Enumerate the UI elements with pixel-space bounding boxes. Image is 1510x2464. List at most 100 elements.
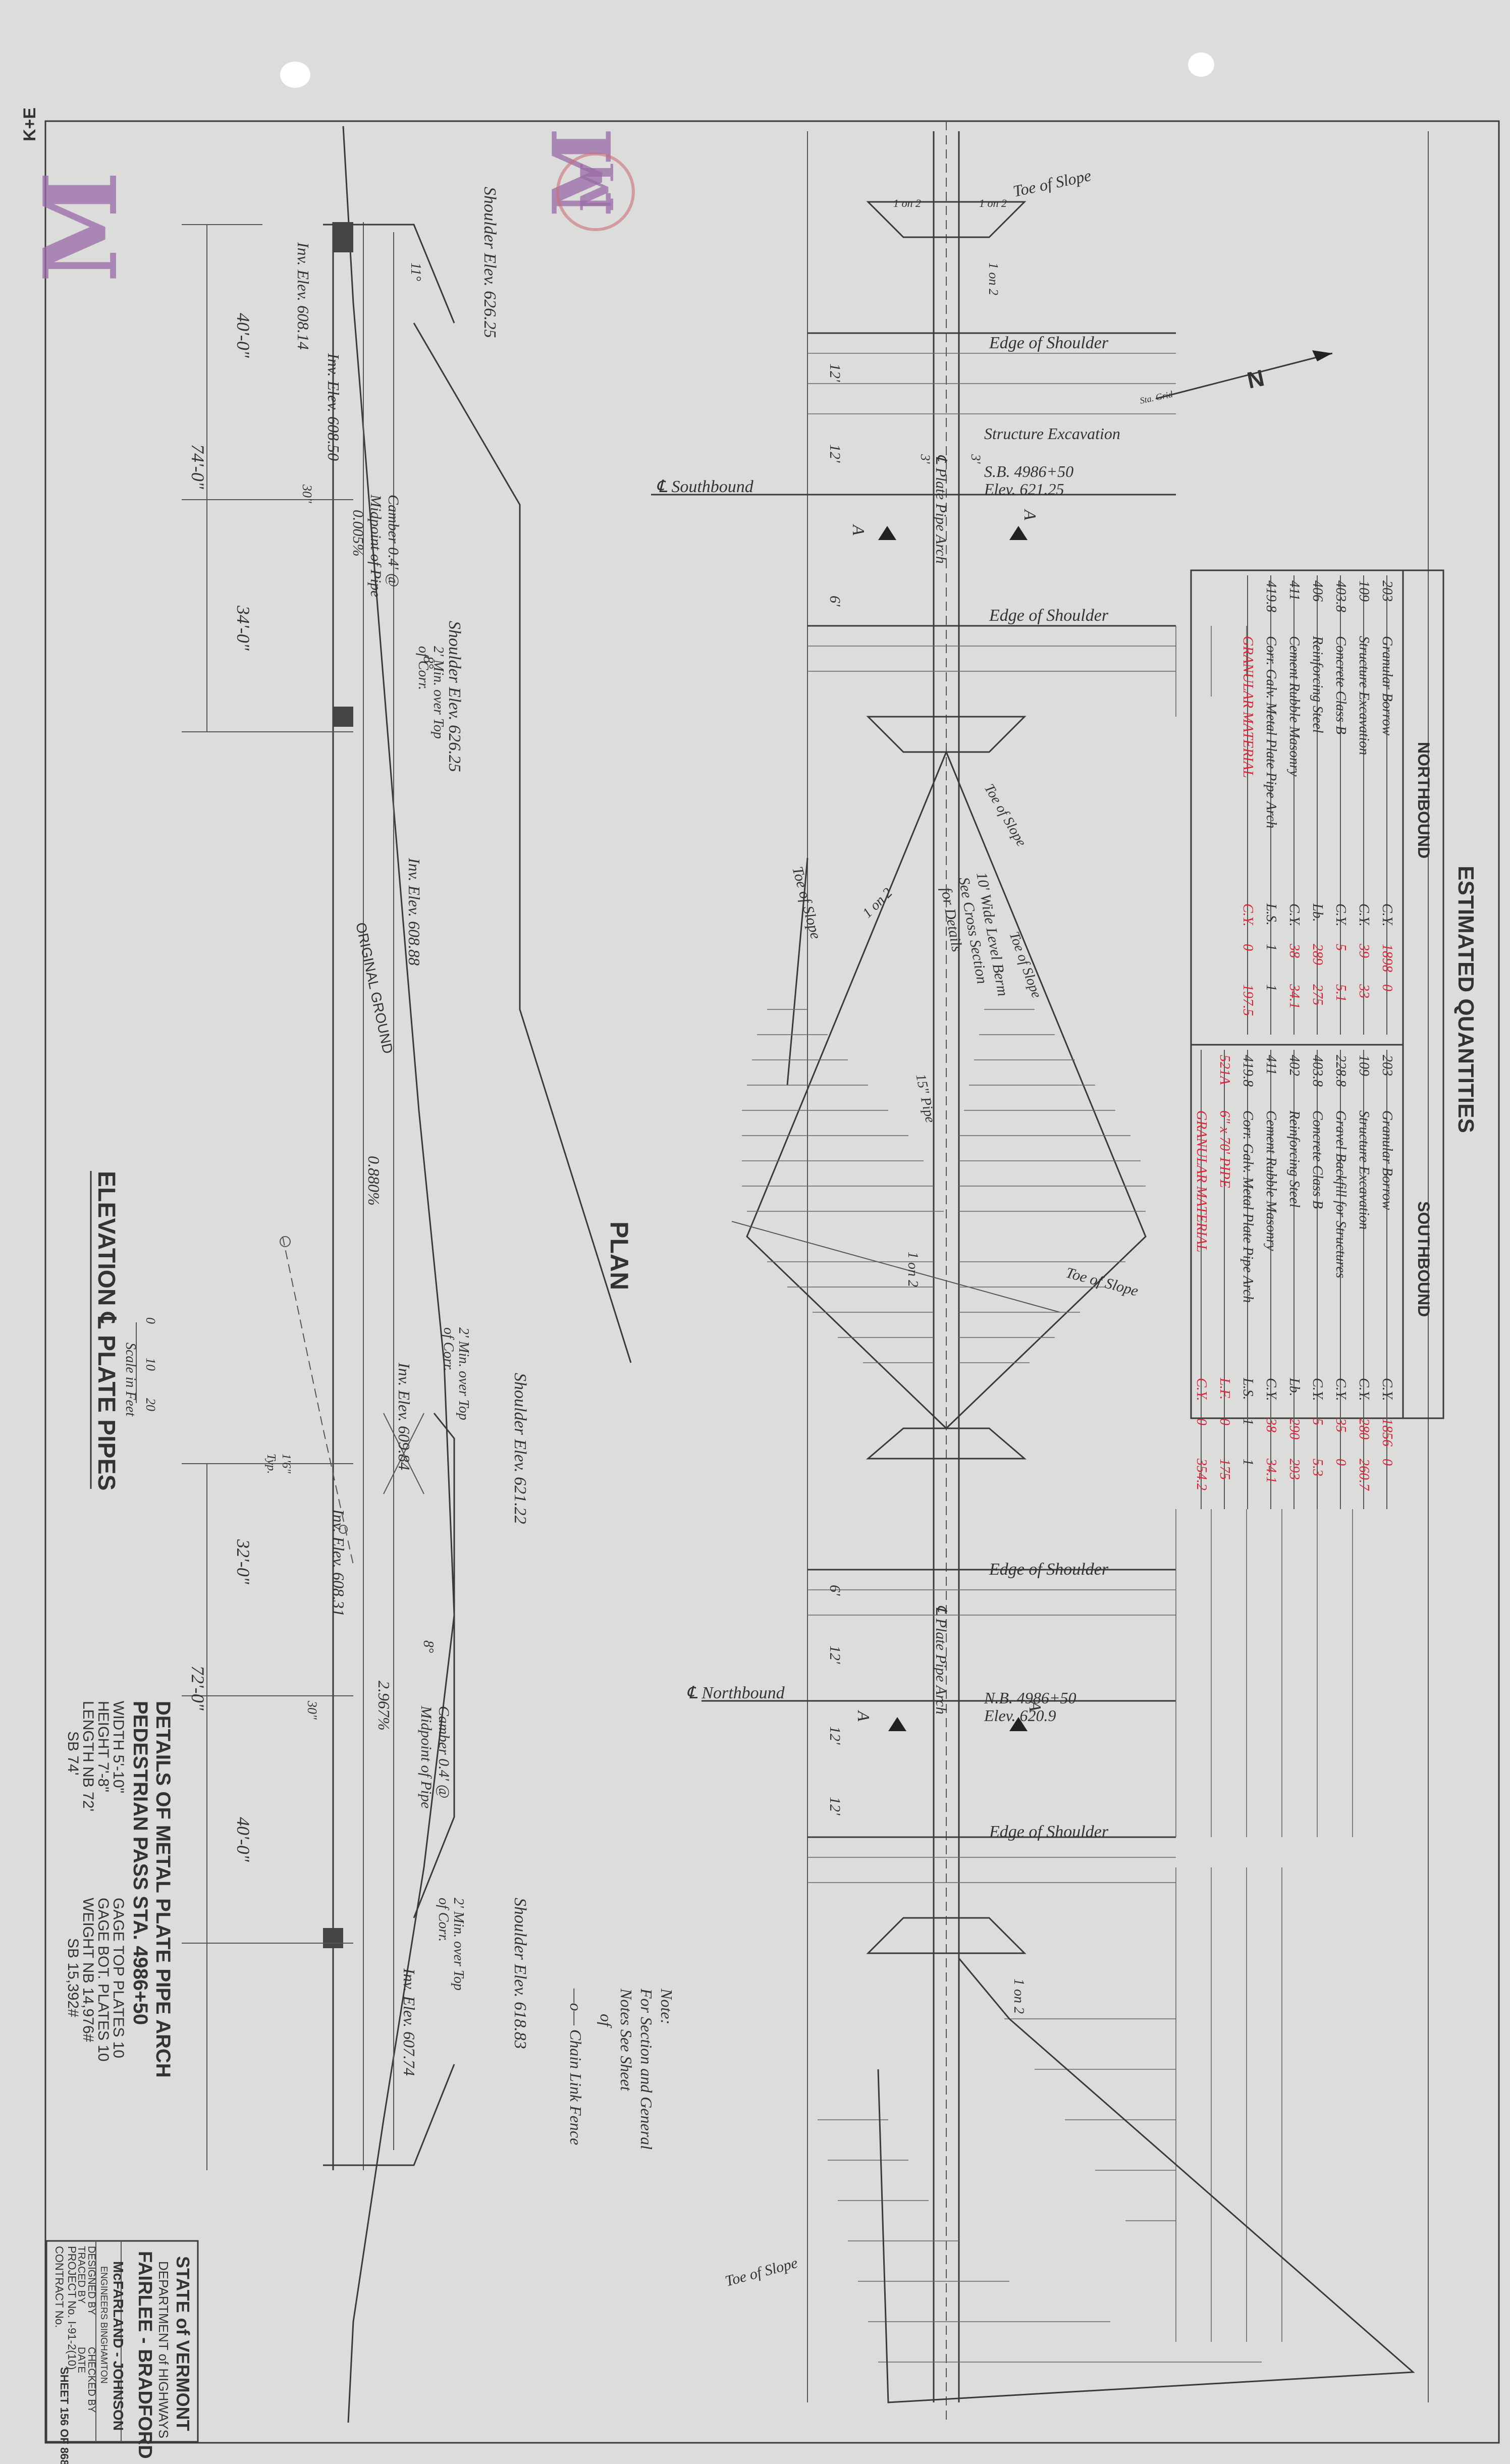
table-cell-desc: 6" x 70' PIPE	[1217, 1110, 1232, 1188]
note-line: For Section and General	[637, 1988, 656, 2150]
section-label: A	[854, 1710, 873, 1722]
camber-note: Camber 0.4' @	[436, 1706, 452, 1798]
table-cell-total: 289	[1310, 944, 1325, 965]
invert-elev-label: Inv. Elev. 609.84	[395, 1362, 413, 1470]
table-cell-total: 0	[1217, 1418, 1232, 1425]
shoulder-elev-label: Shoulder Elev. 626.25	[480, 187, 499, 338]
toe-slope-label: Toe of Slope	[1064, 1264, 1140, 1300]
dimension-label: 6'	[827, 596, 843, 607]
section-arrow	[1009, 526, 1028, 540]
pencil-mark: M	[535, 128, 630, 217]
grade-label: 2.967%	[375, 1681, 393, 1731]
table-cell-final: 260.7	[1356, 1459, 1372, 1491]
min-cover-note: of Corr.	[436, 1898, 451, 1942]
pencil-mark: M	[571, 162, 624, 212]
toe-slope-label: Toe of Slope	[789, 865, 824, 941]
dimension-ticks	[182, 224, 353, 732]
table-cell-item: 419.8	[1240, 1055, 1256, 1087]
table-cell-desc: Structure Excavation	[1356, 636, 1372, 755]
details-gage-top: GAGE TOP PLATES 10	[110, 1898, 127, 2058]
table-cell-desc: Corr. Galv. Metal Plate Pipe Arch	[1263, 636, 1279, 828]
edge-shoulder-label: Edge of Shoulder	[989, 334, 1109, 352]
table-cell-total: 1	[1263, 944, 1279, 951]
headwall-plan	[866, 1917, 1027, 1954]
table-cell-desc: Concrete Class B	[1333, 636, 1349, 734]
edge-shoulder-label: Edge of Shoulder	[989, 1823, 1109, 1841]
table-cell-desc: Reinforcing Steel	[1286, 1110, 1302, 1208]
table-cell-item: 203	[1379, 580, 1395, 602]
details-length-nb: LENGTH NB 72'	[80, 1701, 96, 1811]
north-label: N	[1245, 364, 1266, 394]
section-arrow	[888, 1717, 906, 1731]
table-cell-item: 109	[1356, 580, 1372, 602]
note-line: Note:	[658, 1988, 676, 2024]
table-cell-final: 5.1	[1333, 984, 1349, 1002]
title-project-no: PROJECT No. I-91-2(10)	[66, 2246, 78, 2370]
note-line: —o— Chain Link Fence	[567, 1988, 585, 2145]
dimension-ticks	[182, 1463, 353, 1944]
grade-line	[282, 1236, 354, 1565]
min-cover-note: 2' Min. over Top	[451, 1898, 466, 1991]
table-cell-item: 419.8	[1263, 580, 1279, 612]
table-cell-final: 293	[1286, 1459, 1302, 1480]
table-cell-total: 38	[1263, 1418, 1279, 1432]
details-line: DETAILS OF METAL PLATE PIPE ARCH	[152, 1701, 174, 2078]
table-cell-total: 39	[1356, 943, 1372, 958]
title-state: STATE of VERMONT	[173, 2256, 193, 2431]
toe-slope-label: Toe of Slope	[1006, 930, 1044, 1000]
table-cell-desc: Granular Borrow	[1379, 636, 1395, 736]
table-cell-final: 0	[1379, 1459, 1395, 1466]
headwall-plan	[866, 201, 1027, 238]
title-contract-no: CONTRACT No.	[53, 2246, 66, 2328]
elevation-label: Elev. 621.25	[984, 480, 1064, 498]
camber-note: Camber 0.4' @	[385, 495, 402, 587]
dimension-label: 12'	[827, 1797, 843, 1815]
table-cell-desc: Cement Rubble Masonry	[1286, 636, 1302, 777]
title-checked: CHECKED BY	[86, 2347, 97, 2413]
min-cover-note: of Corr.	[415, 646, 431, 690]
table-cell-final: 0	[1333, 1459, 1349, 1466]
table-cell-unit: C.Y.	[1286, 903, 1302, 927]
dimension-label: 12'	[827, 444, 843, 463]
table-cell-unit: C.Y.	[1379, 903, 1395, 927]
grade-point	[280, 1236, 291, 1247]
section-arrow	[1009, 1717, 1028, 1731]
headwall	[323, 1928, 343, 1948]
camber-note: Midpoint of Pipe	[367, 494, 384, 597]
wing-slope	[877, 1958, 1415, 2403]
section-label: A	[1026, 1700, 1044, 1711]
slope-ratio-label: 1 on 2	[979, 197, 1007, 209]
table-cell-final: 354.2	[1194, 1458, 1209, 1490]
sheet-border	[44, 120, 1500, 2444]
table-cell-final: 34.1	[1286, 984, 1302, 1009]
station-label: N.B. 4986+50	[984, 1689, 1076, 1707]
dimension-label: 12'	[827, 1645, 843, 1664]
southbound-header: SOUTHBOUND	[1415, 1201, 1433, 1317]
dimension-label: Typ.	[264, 1454, 278, 1474]
table-cell-unit: C.Y.	[1310, 1378, 1325, 1401]
southbound-label: ℄ Southbound	[656, 477, 754, 496]
table-cell-final: 1	[1240, 1459, 1256, 1466]
dimension-label: 6'	[827, 1585, 843, 1596]
grade-point	[339, 1525, 348, 1534]
table-cell-desc: Reinforcing Steel	[1310, 635, 1325, 733]
table-cell-desc: Granular Borrow	[1379, 1110, 1395, 1210]
toe-slope-label: Toe of Slope	[1011, 166, 1093, 200]
title-date: DATE	[76, 2347, 87, 2373]
details-weight-sb: SB 15,392#	[65, 1938, 81, 2017]
pipe-arch-label: ℄ Plate Pipe Arch	[933, 1605, 949, 1715]
toe-slope-label: Toe of Slope	[723, 2255, 799, 2290]
title-traced: TRACED BY	[76, 2246, 87, 2304]
camber-note: 0.005%	[350, 510, 366, 557]
invert-elev-label: Inv. Elev. 607.74	[400, 1968, 418, 2076]
table-cell-unit: C.Y.	[1194, 1378, 1209, 1401]
title-project: FAIRLEE - BRADFORD	[134, 2251, 155, 2459]
scale-label: Scale in Feet	[123, 1343, 138, 1417]
details-weight-nb: WEIGHT NB 14,976#	[80, 1898, 96, 2043]
note-line: of	[597, 2014, 615, 2028]
table-cell-final: 33	[1356, 984, 1372, 998]
table-cell-final: 275	[1310, 984, 1325, 1005]
dimension-label: 32'-0"	[233, 1539, 253, 1585]
table-cell-item: 203	[1379, 1055, 1395, 1076]
